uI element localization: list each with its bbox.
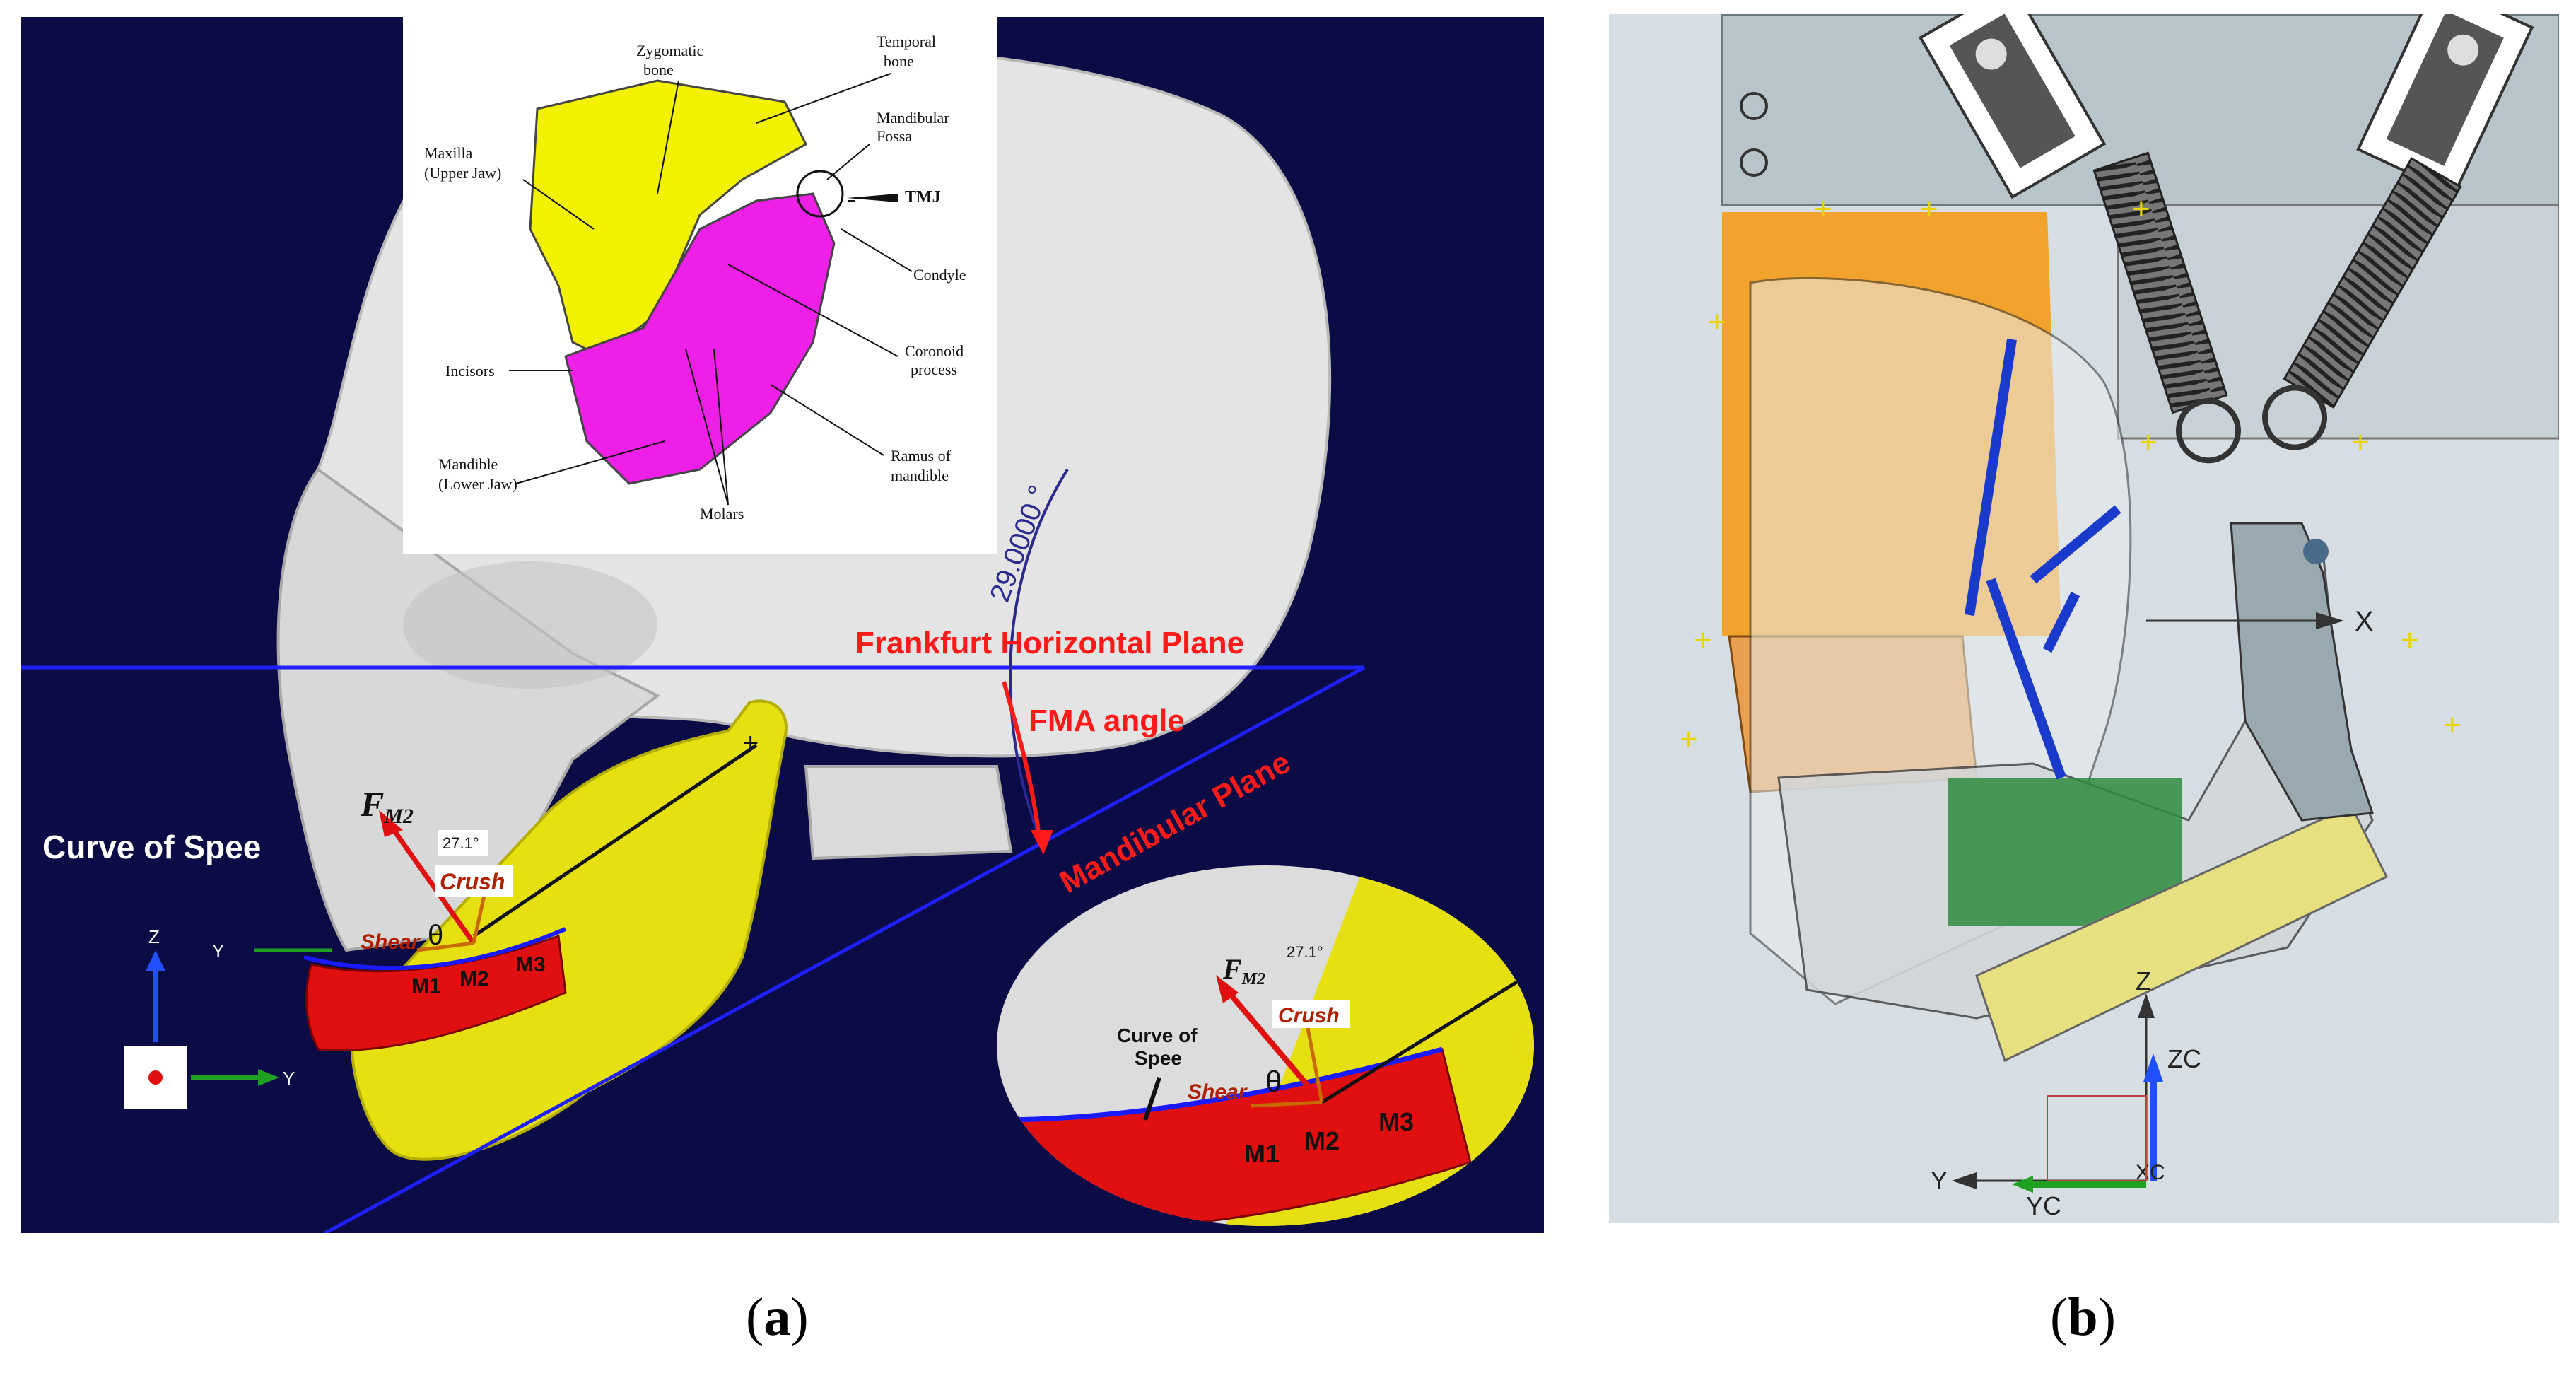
axis-z-label-b: Z	[2136, 967, 2151, 995]
inset-coronoid-2: process	[911, 361, 957, 378]
molar-m3: M3	[516, 953, 546, 976]
axis-yc-label: YC	[2026, 1191, 2061, 1220]
axis-y-arrowhead	[258, 1069, 279, 1086]
panel-b-robot-cad: X +++ +++ +++ + Z ZC Y YC XC	[1609, 14, 2559, 1223]
spring-mount-right	[2356, 14, 2534, 197]
tmj-bracket	[2230, 522, 2375, 822]
teeth-red-arch	[305, 934, 567, 1052]
angle-readout: 27.1°	[443, 834, 479, 852]
zoom-angle-readout: 27.1°	[1287, 943, 1323, 961]
zoom-shear: Shear	[1188, 1080, 1248, 1104]
shear-label: Shear	[361, 930, 421, 954]
zygomatic-shade	[403, 561, 657, 689]
zoom-spee-2: Spee	[1135, 1047, 1182, 1069]
occlusal-curve	[303, 927, 567, 971]
fma-arrowhead	[1031, 830, 1053, 855]
inset-anatomy: Zygomatic bone Temporal bone Mandibular …	[403, 17, 997, 554]
blue-actuators	[1965, 338, 2121, 780]
zoom-crush: Crush	[1278, 1004, 1340, 1027]
axis-y-right-label: Y	[283, 1068, 295, 1089]
ramus-line	[472, 743, 758, 938]
zoom-inset: FM2 27.1° Crush Curve of Spee Shear θ M1…	[997, 865, 1534, 1226]
caption-b: (b)	[2050, 1288, 2116, 1347]
inset-leader-lines	[509, 73, 913, 506]
zoom-theta: θ	[1265, 1065, 1282, 1098]
angle-readout-box	[438, 830, 488, 856]
axis-zc-label: ZC	[2167, 1044, 2201, 1073]
inset-incisors: Incisors	[445, 362, 495, 380]
svg-text:+: +	[2401, 623, 2419, 658]
axis-y-left-label: Y	[212, 940, 224, 962]
inset-ramus-1: Ramus of	[891, 447, 952, 465]
molar-m2: M2	[459, 967, 489, 991]
spring-left	[2092, 151, 2241, 464]
fma-label: FMA angle	[1029, 703, 1185, 738]
crush-box	[435, 865, 513, 897]
fma-arc-red	[1002, 681, 1041, 838]
axis-z-arrowhead	[146, 950, 165, 971]
zoom-m3: M3	[1378, 1107, 1414, 1136]
svg-text:+: +	[1920, 192, 1938, 226]
panel-a-skull-diagram: + 29.0000 ° Frankfurt Horizontal Plane F…	[21, 17, 1544, 1233]
shear-arrow	[416, 941, 474, 952]
spring-right	[2262, 157, 2462, 450]
yellow-chin-block	[1975, 805, 2389, 1063]
inset-tmj: TMJ	[905, 188, 941, 206]
inset-temporal-2: bone	[884, 52, 914, 70]
panel-a-canvas: + 29.0000 ° Frankfurt Horizontal Plane F…	[21, 17, 1534, 1233]
angle-arc	[1009, 468, 1069, 838]
svg-text:+: +	[2443, 708, 2461, 742]
inset-molars: Molars	[700, 505, 744, 522]
svg-text:+: +	[2351, 425, 2370, 460]
svg-text:+: +	[1680, 722, 1698, 757]
inset-fossa-1: Mandibular	[877, 109, 949, 127]
inset-zygomatic-2: bone	[643, 61, 674, 78]
inset-coronoid-1: Coronoid	[905, 342, 964, 360]
inset-maxilla-2: (Upper Jaw)	[424, 164, 501, 182]
spring-mount-left	[1918, 14, 2107, 199]
inset-mandible	[564, 192, 836, 485]
mandibular-plane-line	[324, 665, 1366, 1233]
svg-text:+: +	[1708, 305, 1726, 339]
svg-text:+: +	[1814, 192, 1832, 226]
caption-a: (a)	[746, 1288, 809, 1347]
inset-condyle: Condyle	[913, 266, 966, 284]
inset-mandible-2: (Lower Jaw)	[438, 475, 517, 493]
panel-b-canvas: X +++ +++ +++ + Z ZC Y YC XC	[1680, 14, 2559, 1220]
inset-mandible-1: Mandible	[438, 455, 498, 473]
svg-text:+: +	[2139, 425, 2158, 460]
inset-zygomatic-1: Zygomatic	[636, 42, 704, 59]
svg-text:+: +	[1694, 623, 1712, 658]
inset-maxilla-1: Maxilla	[424, 144, 473, 162]
theta-label: θ	[428, 920, 443, 951]
inset-tmj-circle	[796, 170, 844, 218]
force-vector	[387, 821, 476, 945]
cad-markers: + + + + + + + + + +	[1680, 192, 2461, 757]
mandible-3d	[350, 699, 788, 1161]
zoom-m2: M2	[1304, 1126, 1340, 1155]
ramus-cross: +	[742, 728, 759, 759]
crush-label: Crush	[440, 869, 505, 894]
inset-fossa-2: Fossa	[877, 127, 912, 145]
molar-m1: M1	[411, 974, 441, 998]
inset-ramus-2: mandible	[891, 467, 949, 484]
force-arrowhead	[379, 810, 403, 837]
coord-box	[2047, 1095, 2147, 1181]
zoom-m1: M1	[1244, 1139, 1280, 1168]
axis-x-label: X	[2355, 606, 2374, 637]
force-label: FM2	[360, 784, 414, 828]
axis-y-label-b: Y	[1931, 1166, 1948, 1195]
zoom-force-label: FM2	[1222, 953, 1265, 988]
curve-of-spee-label: Curve of Spee	[42, 829, 261, 865]
skull-face	[276, 467, 660, 952]
axis-origin-dot	[148, 1070, 163, 1085]
zoom-spee-1: Curve of	[1117, 1024, 1198, 1046]
inset-temporal-1: Temporal	[877, 33, 936, 50]
axis-z-label: Z	[148, 926, 160, 947]
skull-base	[804, 765, 1013, 860]
tmj-arrow	[847, 194, 898, 202]
frankfurt-label: Frankfurt Horizontal Plane	[855, 626, 1244, 660]
svg-text:+: +	[2132, 192, 2150, 226]
